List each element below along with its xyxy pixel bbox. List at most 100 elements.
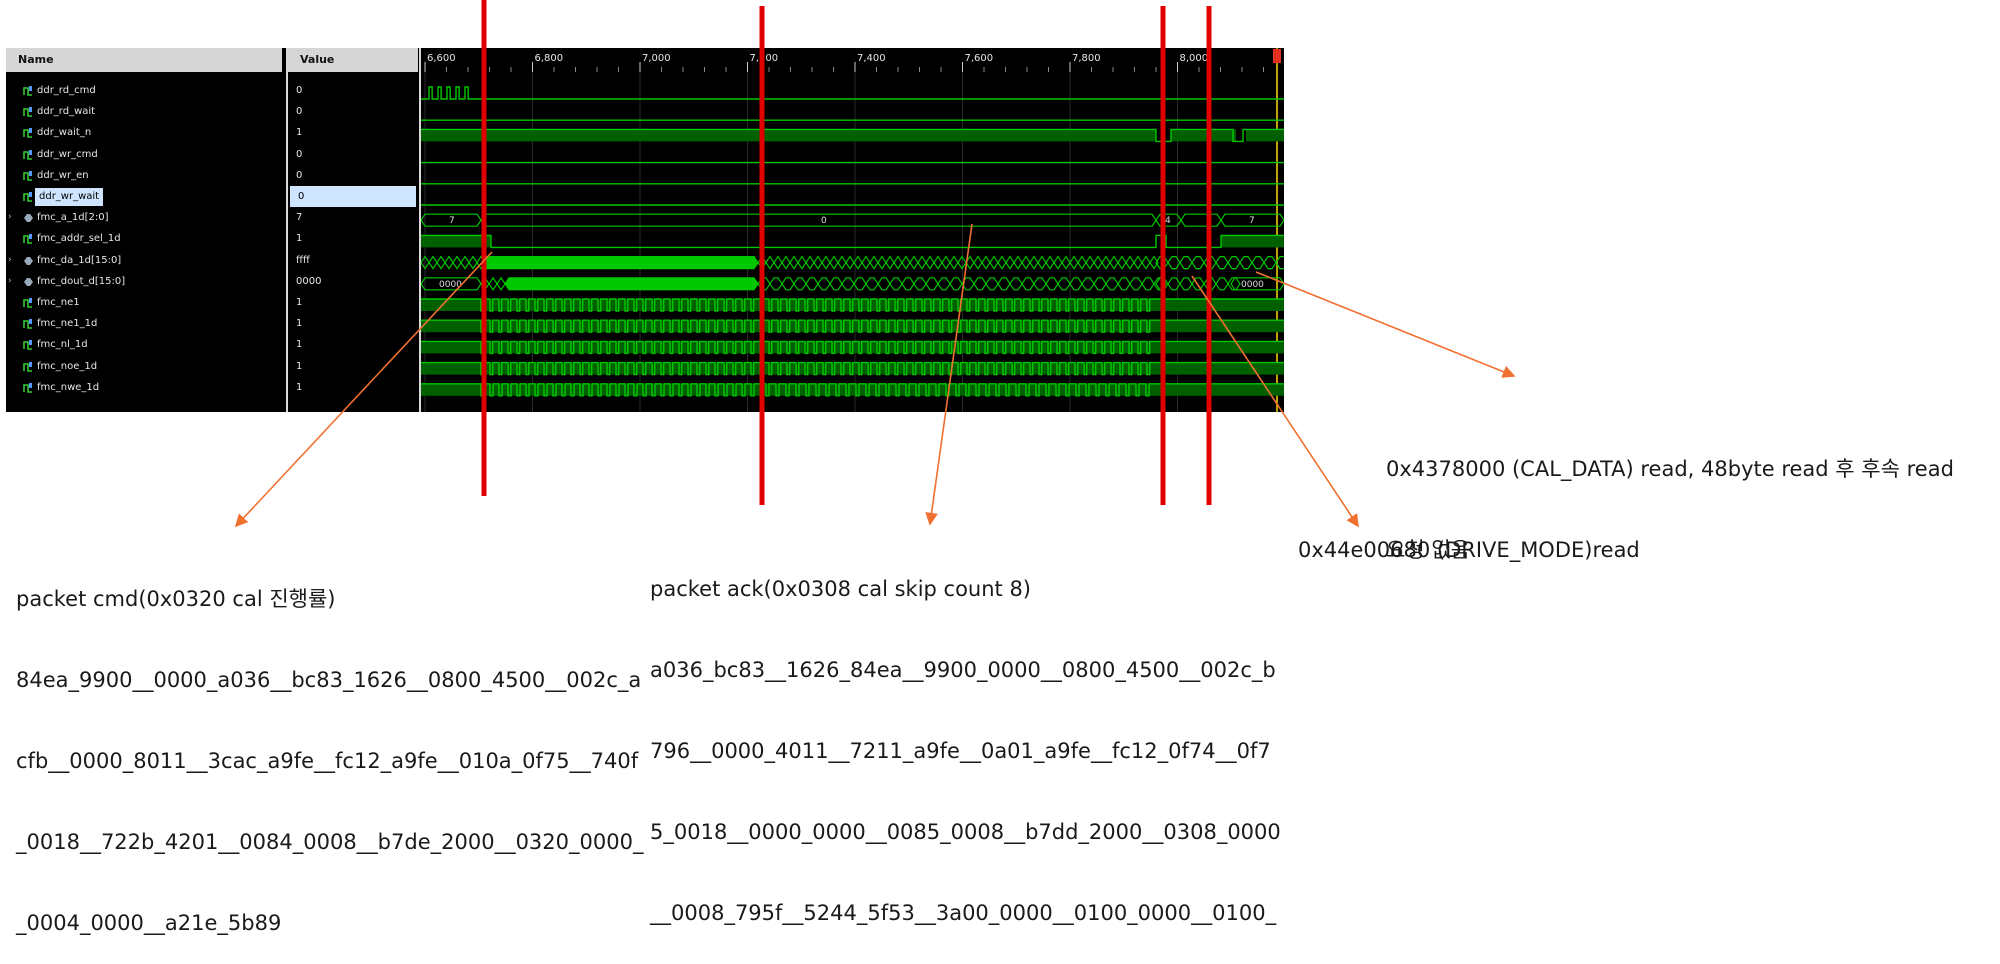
bus-segment	[877, 255, 887, 270]
bus-segment	[1215, 277, 1229, 291]
value-column-header[interactable]: Value	[288, 48, 418, 72]
signal-value[interactable]: 0	[296, 148, 303, 160]
signal-value[interactable]: 1	[296, 381, 303, 393]
bus-segment	[482, 256, 759, 270]
bus-segment	[949, 255, 959, 270]
signal-trace	[421, 86, 1284, 100]
name-column-header[interactable]: Name	[6, 48, 282, 72]
bus-segment	[797, 255, 807, 270]
expand-chevron-icon[interactable]: ›	[8, 254, 12, 265]
bus-segment	[853, 277, 867, 291]
bus-segment	[769, 277, 783, 291]
signal-value[interactable]: 0	[296, 169, 303, 181]
signal-trace	[421, 361, 1284, 376]
bus-segment	[1093, 255, 1103, 270]
bit-signal-icon	[23, 296, 33, 308]
signal-value[interactable]: 0	[296, 106, 303, 118]
signal-row[interactable]: ddr_rd_wait	[6, 101, 282, 122]
bus-segment	[845, 255, 855, 270]
ruler-tick-label: 7,200	[750, 53, 779, 64]
expand-chevron-icon[interactable]: ›	[8, 275, 12, 286]
signal-value[interactable]: 0000	[296, 275, 322, 287]
signal-value[interactable]: 1	[296, 297, 303, 308]
signal-row[interactable]: ›fmc_a_1d[2:0]	[6, 207, 282, 228]
bus-value-label: 0000	[439, 280, 462, 290]
bus-segment	[1033, 277, 1047, 291]
bus-segment	[829, 277, 843, 291]
bus-segment	[1153, 277, 1167, 291]
bus-value-label: 7	[449, 216, 455, 226]
bus-segment	[821, 255, 831, 270]
bus-segment	[1251, 256, 1265, 270]
bit-signal-icon	[23, 126, 33, 139]
bus-segment	[909, 255, 919, 270]
signal-row[interactable]: fmc_noe_1d	[6, 356, 282, 377]
bus-segment	[1167, 256, 1181, 270]
bus-segment	[865, 277, 879, 291]
bus-segment	[837, 255, 847, 270]
signal-row[interactable]: ›fmc_dout_d[15:0]	[6, 271, 282, 292]
cmd-packet-line: 84ea_9900__0000_a036__bc83_1626__0800_45…	[16, 668, 642, 692]
signal-row[interactable]: ddr_rd_cmd	[6, 80, 282, 101]
bus-segment	[1077, 255, 1087, 270]
signal-row[interactable]: ddr_wr_wait	[6, 186, 282, 207]
bit-signal-icon	[23, 317, 33, 329]
signal-row[interactable]: ddr_wait_n	[6, 122, 282, 143]
ruler-tick-label: 7,800	[1072, 53, 1101, 64]
bus-segment	[757, 277, 771, 291]
signal-value[interactable]: 0	[290, 186, 416, 207]
bus-segment	[1167, 277, 1181, 291]
bus-segment	[1009, 277, 1023, 291]
bus-segment	[1141, 277, 1155, 291]
bus-segment	[1029, 255, 1039, 270]
bus-segment	[1117, 277, 1131, 291]
signal-value[interactable]: 1	[296, 318, 303, 330]
signal-value[interactable]: 0	[296, 85, 303, 96]
signal-row[interactable]: fmc_nwe_1d	[6, 377, 282, 398]
bus-segment	[997, 255, 1007, 270]
signal-value[interactable]: 1	[296, 339, 303, 351]
signal-value[interactable]: 1	[296, 127, 303, 139]
expand-chevron-icon[interactable]: ›	[8, 212, 12, 223]
signal-value[interactable]: 1	[296, 360, 303, 372]
signal-row[interactable]: ddr_wr_cmd	[6, 144, 282, 165]
signal-row[interactable]: fmc_ne1	[6, 292, 282, 313]
bus-segment	[1239, 256, 1253, 270]
bus-segment	[965, 255, 975, 270]
signal-trace	[421, 234, 1284, 249]
signal-row[interactable]: ›fmc_da_1d[15:0]	[6, 250, 282, 271]
bit-signal-icon	[23, 105, 33, 117]
signal-value[interactable]: 1	[296, 233, 303, 245]
ruler-tick-label: 6,800	[535, 53, 564, 64]
bus-segment	[1061, 255, 1071, 270]
signal-name: ddr_rd_wait	[37, 106, 96, 118]
bus-segment	[985, 277, 999, 291]
bus-segment	[877, 277, 891, 291]
signal-value[interactable]: ffff	[296, 254, 310, 266]
signal-row[interactable]: fmc_addr_sel_1d	[6, 228, 282, 249]
bus-segment	[817, 277, 831, 291]
bus-segment	[973, 255, 983, 270]
signal-name: ddr_rd_cmd	[37, 85, 96, 96]
signal-value[interactable]: 7	[296, 212, 303, 224]
signal-name: fmc_noe_1d	[37, 360, 98, 372]
cal-data-line: 요청 없음	[1386, 538, 1470, 562]
bus-segment	[1263, 256, 1277, 270]
signal-trace	[421, 298, 1284, 312]
signal-trace	[421, 319, 1284, 333]
bus-segment	[452, 255, 462, 270]
bus-segment	[937, 277, 951, 291]
bus-segment	[781, 255, 791, 270]
signal-row[interactable]: ddr_wr_en	[6, 165, 282, 186]
signal-row[interactable]: fmc_nl_1d	[6, 334, 282, 355]
bus-segment	[1191, 277, 1205, 291]
cmd-packet-line: _0018__722b_4201__0084_0008__b7de_2000__…	[16, 830, 644, 854]
ruler-tick-label: 8,000	[1180, 53, 1209, 64]
signal-high-fill	[1246, 129, 1284, 142]
signal-row[interactable]: fmc_ne1_1d	[6, 313, 282, 334]
bus-segment	[925, 255, 935, 270]
